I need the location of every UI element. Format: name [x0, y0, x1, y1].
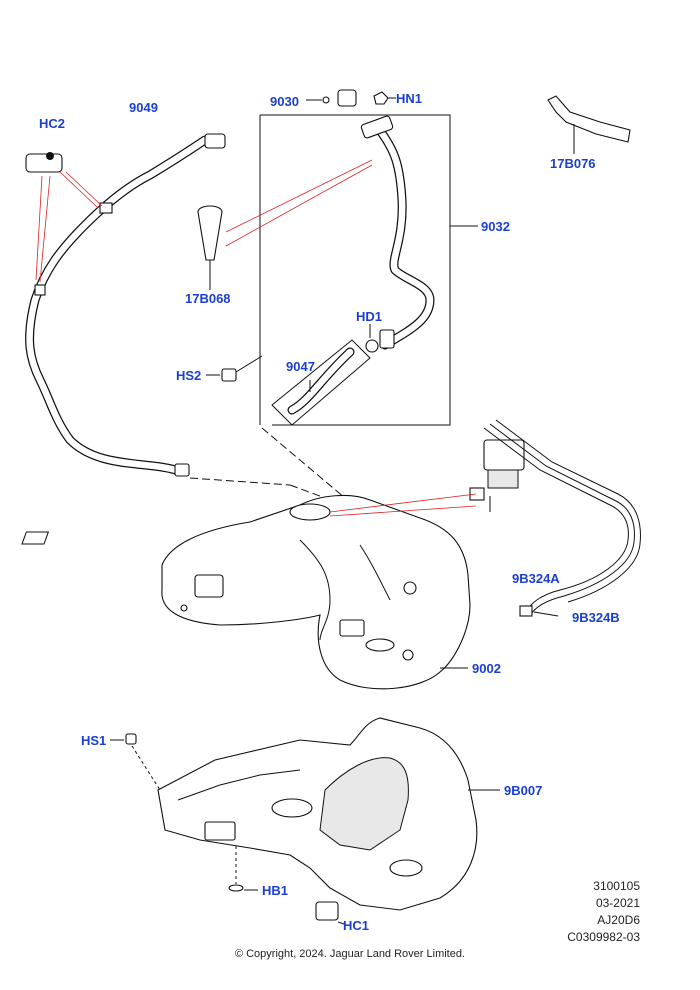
label-17b076: 17B076: [550, 156, 596, 171]
funnel-17b068: [197, 205, 223, 290]
bracket-17b076: [547, 95, 631, 154]
label-hd1: HD1: [356, 309, 382, 324]
fuel-lines-9b324: [483, 419, 641, 617]
clip-hc2: [25, 152, 63, 173]
clamp-hd1: [365, 324, 379, 353]
filler-pipe-9032-box: [259, 114, 478, 426]
cap-9030: [306, 89, 357, 107]
heat-shield-9b007: [157, 717, 500, 911]
label-9030: 9030: [270, 94, 299, 109]
bolt-hb1: [228, 846, 258, 892]
dashed-leaders: [189, 427, 346, 503]
copyright-notice: © Copyright, 2024. Jaguar Land Rover Lim…: [234, 948, 466, 960]
label-9047: 9047: [286, 359, 315, 374]
pump-red-leaders: [329, 493, 477, 517]
label-hc1: HC1: [343, 918, 369, 933]
pump-module: [469, 439, 525, 512]
reference-line-2: 03-2021: [595, 896, 640, 910]
reference-block: 3100105 03-2021 AJ20D6 C0309982-03: [567, 878, 640, 946]
label-hc2: HC2: [39, 116, 65, 131]
label-9b324a: 9B324A: [512, 571, 560, 586]
hose-9047: [271, 339, 371, 426]
label-9002: 9002: [472, 661, 501, 676]
label-9032: 9032: [481, 219, 510, 234]
reference-line-1: 3100105: [593, 879, 640, 893]
label-hb1: HB1: [262, 883, 288, 898]
label-17b068: 17B068: [185, 291, 231, 306]
hc2-red-leaders: [35, 171, 103, 283]
label-9b007: 9B007: [504, 783, 542, 798]
nut-hn1: [373, 91, 396, 105]
screw-hs1: [110, 733, 161, 791]
label-hn1: HN1: [396, 91, 422, 106]
fuel-tank-9002: [21, 494, 471, 690]
hose-9049: [25, 133, 226, 477]
clip-hc1: [315, 901, 345, 925]
reference-line-3: AJ20D6: [597, 913, 640, 927]
label-9049: 9049: [129, 100, 158, 115]
funnel-red-leaders: [225, 159, 373, 247]
label-hs1: HS1: [81, 733, 106, 748]
label-9b324b: 9B324B: [572, 610, 620, 625]
label-hs2: HS2: [176, 368, 201, 383]
screw-hs2: [206, 355, 263, 382]
reference-line-4: C0309982-03: [567, 930, 640, 944]
